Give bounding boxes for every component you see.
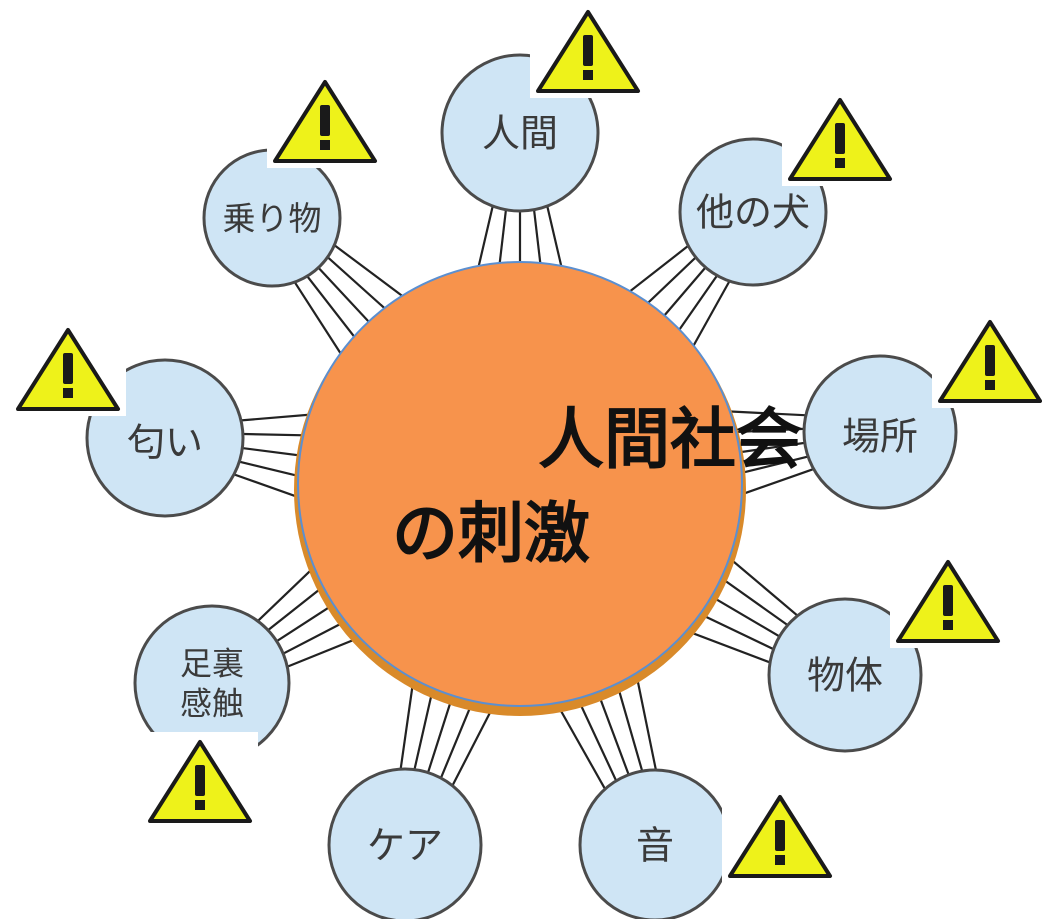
- warning-triangle-icon: [722, 787, 838, 883]
- warning-triangle-icon: [530, 2, 646, 98]
- warning-bar: [835, 123, 845, 154]
- warning-triangle-icon: [782, 90, 898, 186]
- warning-bar: [320, 105, 330, 136]
- node-circle-care: [327, 767, 483, 919]
- warning-dot: [943, 620, 953, 630]
- node-sound: 音: [578, 768, 732, 919]
- warning-bar: [195, 765, 205, 796]
- warning-triangle-icon: [142, 732, 258, 828]
- warning-dot: [985, 380, 995, 390]
- center-label-line-1: 人間社会: [538, 401, 802, 478]
- warning-bar: [775, 820, 785, 851]
- node-label-object: 物体: [807, 654, 883, 698]
- warning-dot: [835, 158, 845, 168]
- node-vehicle: 乗り物: [202, 148, 342, 288]
- node-label-smell: 匂い: [127, 421, 203, 465]
- warning-bar: [63, 353, 73, 384]
- center-circle: [297, 261, 743, 707]
- node-label-paw-touch-1: 足裏: [180, 645, 244, 683]
- warning-dot: [63, 388, 73, 398]
- warning-bar: [943, 585, 953, 616]
- node-label-vehicle: 乗り物: [223, 199, 322, 238]
- warning-dot: [320, 140, 330, 150]
- node-circle-object: [767, 597, 923, 753]
- node-label-paw-touch-2: 感触: [180, 685, 244, 723]
- warning-triangle-icon: [890, 552, 1006, 648]
- warning-dot: [583, 70, 593, 80]
- node-object: 物体: [767, 597, 923, 753]
- node-care: ケア: [327, 767, 483, 919]
- center-label-line-2: の刺激: [392, 495, 590, 572]
- warning-icons: [10, 2, 1042, 883]
- center-node: 人間社会 の刺激: [294, 261, 802, 716]
- node-label-place: 場所: [842, 415, 918, 459]
- warning-triangle-icon: [10, 320, 126, 416]
- node-label-human: 人間: [482, 112, 558, 156]
- node-circle-place: [802, 354, 958, 510]
- warning-dot: [775, 855, 785, 865]
- node-label-other-dogs: 他の犬: [696, 191, 810, 235]
- warning-bar: [583, 35, 593, 66]
- node-place: 場所: [802, 354, 958, 510]
- warning-triangle-icon: [267, 72, 383, 168]
- warning-bar: [985, 345, 995, 376]
- warning-triangle-icon: [932, 312, 1042, 408]
- warning-dot: [195, 800, 205, 810]
- node-label-sound: 音: [636, 824, 674, 868]
- node-label-care: ケア: [367, 824, 443, 868]
